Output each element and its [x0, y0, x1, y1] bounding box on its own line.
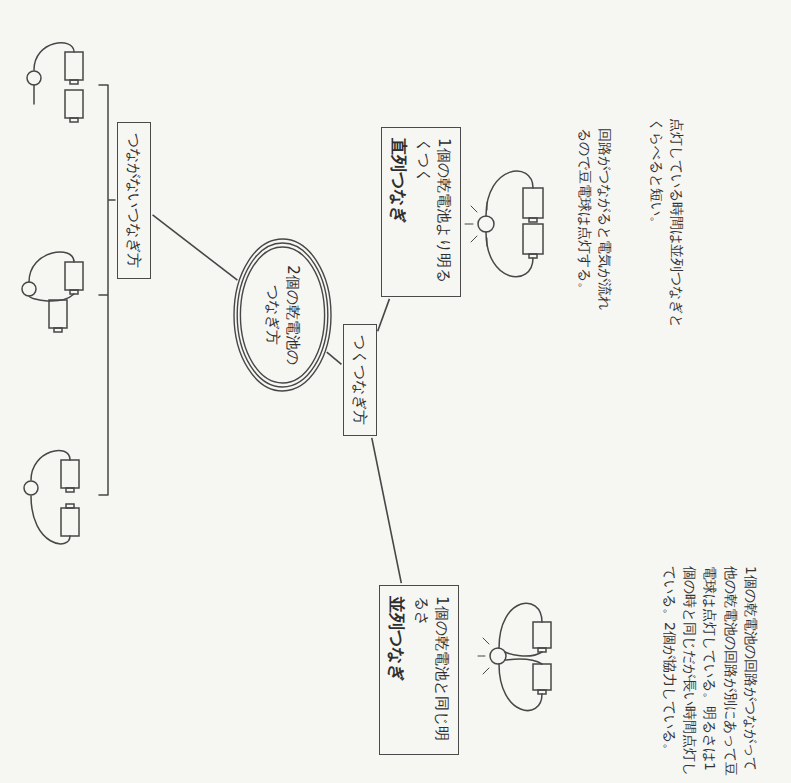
- result-box: 1個の乾電池より明るくつく直列つなぎ: [381, 127, 461, 297]
- branch-connector: [372, 438, 402, 583]
- note-text: 回路がつながると電気が流れるので豆電球は点灯する。: [574, 128, 615, 318]
- branch-box: つくつなぎ方: [343, 324, 377, 436]
- open-circuit-sketch: [24, 450, 79, 543]
- open-circuit-sketch: [22, 252, 83, 332]
- method-name: 並列つなぎ: [386, 596, 409, 744]
- note-text: 1個の乾電池の回路がつながって他の乾電池の回路が別にあって豆電球は点灯している。…: [660, 566, 761, 776]
- branch-lines: [99, 85, 115, 495]
- result-box: 1個の乾電池と同じ明るさ並列つなぎ: [379, 585, 459, 755]
- open-circuit-sketch: [27, 43, 83, 122]
- node-text: つながないつなぎ方: [124, 133, 144, 268]
- oval-outline: [232, 237, 333, 393]
- node-text: 1個の乾電池より明るくつく: [414, 138, 455, 286]
- branch-connector: [153, 215, 238, 280]
- series-circuit-sketch: [465, 171, 543, 277]
- node-text: 2個の乾電池のつなぎ方: [263, 263, 304, 367]
- note-text: 点灯している時間は並列つなぎとくらべると短い。: [646, 118, 687, 333]
- branch-connector: [327, 352, 342, 364]
- central-oval: 2個の乾電池のつなぎ方: [233, 237, 334, 393]
- node-text: 1個の乾電池と同じ明るさ: [412, 596, 453, 744]
- method-name: 直列つなぎ: [388, 138, 411, 286]
- branch-connector: [378, 299, 390, 331]
- branch-box: つながないつなぎ方: [117, 122, 151, 279]
- node-text: つくつなぎ方: [350, 335, 370, 425]
- parallel-circuit-sketch: [478, 603, 551, 710]
